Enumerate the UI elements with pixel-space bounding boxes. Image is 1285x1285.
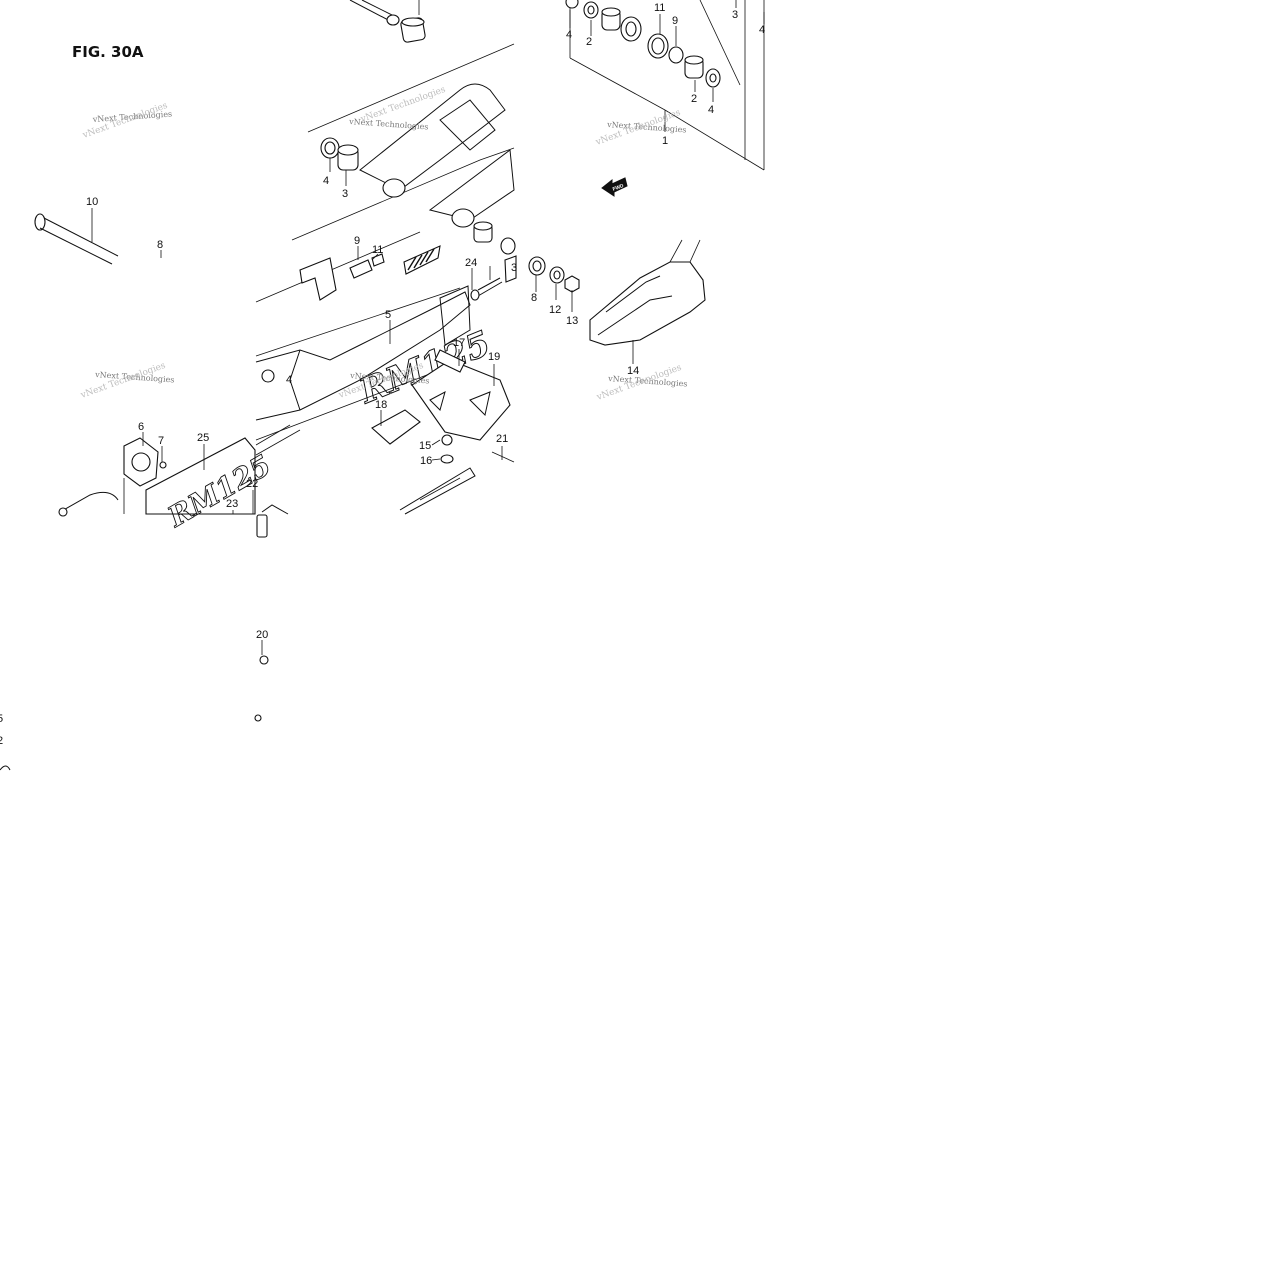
bearing-set-left [320,137,359,171]
callout-2: 2 [691,93,697,105]
callout-10: 10 [86,196,98,208]
callout-11: 11 [654,2,665,14]
callout-4: 4 [759,24,765,36]
callout-19: 19 [488,351,500,363]
callout-8: 8 [157,239,163,251]
callout-4: 4 [708,104,714,116]
figure-title: FIG. 30A [72,43,144,61]
chain-adjuster-6 [123,437,167,487]
callout-24: 24 [465,257,477,269]
callout-4: 4 [286,374,292,386]
chain-guide-assembly [371,349,515,464]
callout-22: 22 [246,478,258,490]
svg-text:2: 2 [0,735,3,747]
hardware-right [470,221,580,301]
callout-12: 12 [549,304,561,316]
svg-text:5: 5 [0,713,3,725]
callout-9: 9 [354,235,360,247]
pivot-bolt-10 [34,213,119,265]
callout-14: 14 [627,365,639,377]
hatched-pad-upper [403,245,441,275]
callout-labels: 1 2 2 3 3 3 4 4 4 4 4 5 6 7 8 8 9 9 10 1… [86,2,765,641]
swingarm-body [255,43,515,456]
bearing-set-upper-right [565,0,765,171]
pivot-shaft-top [349,0,426,43]
callout-11: 11 [372,244,383,256]
callout-6: 6 [138,421,144,433]
chain-buffer-14 [589,239,706,346]
callout-15: 15 [419,440,431,452]
callout-13: 13 [566,315,578,327]
callout-18: 18 [375,399,387,411]
callout-2: 2 [586,36,592,48]
callout-4: 4 [323,175,329,187]
callout-3: 3 [342,188,348,200]
callout-23: 23 [226,498,238,510]
callout-1: 1 [662,135,668,147]
leader-lines [91,0,765,655]
callout-5: 5 [385,309,391,321]
callout-7: 7 [158,435,164,447]
callout-3: 3 [511,262,517,274]
callout-25: 25 [197,432,209,444]
callout-4: 4 [566,29,572,41]
callout-9: 9 [672,15,678,27]
callout-16: 16 [420,455,432,467]
fwd-label: FWD [612,183,625,193]
bracket-left [299,253,385,301]
chain-slider-bar [399,467,476,515]
callout-20: 20 [256,629,268,641]
fwd-arrow: FWD [601,177,628,197]
callout-21: 21 [496,433,508,445]
callout-3: 3 [732,9,738,21]
lower-fragments [0,491,289,771]
edge-fragments: 5 2 [0,713,3,747]
callout-17: 17 [453,337,465,349]
callout-8: 8 [531,292,537,304]
